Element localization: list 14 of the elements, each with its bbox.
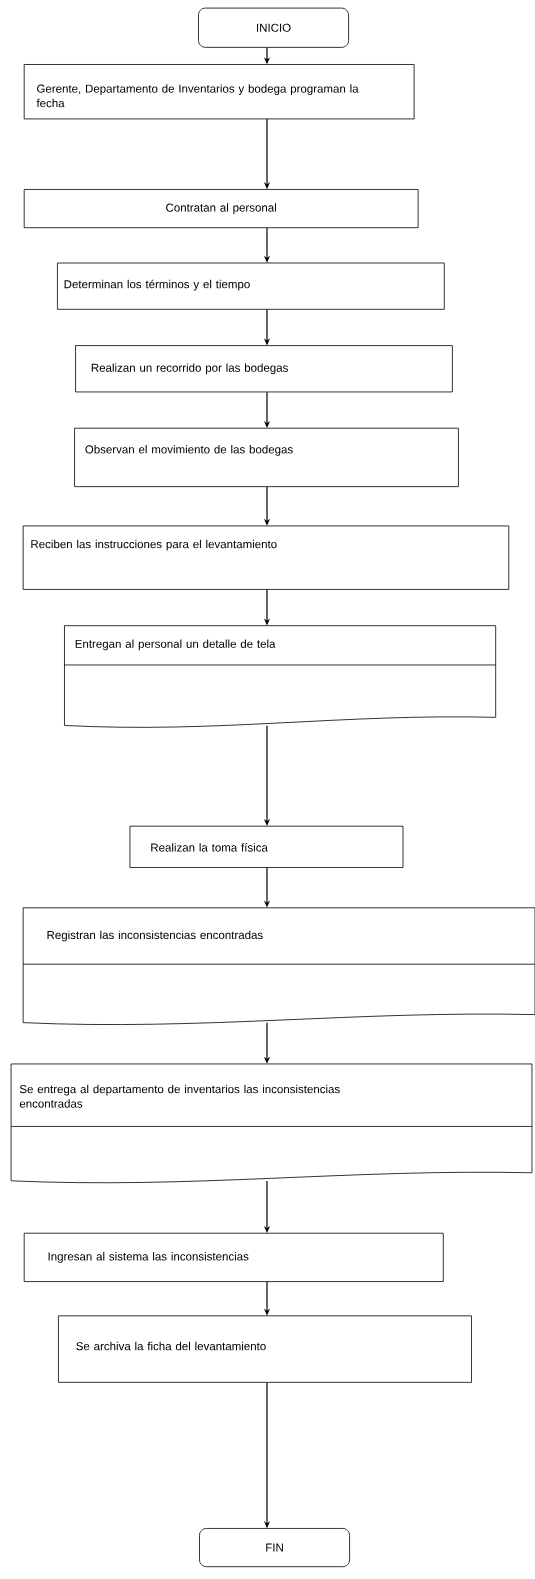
process-box: Realizan un recorrido por las bodegas bbox=[75, 345, 453, 393]
process-box: Observan el movimiento de las bodegas bbox=[74, 427, 459, 488]
document-shape: Registran las inconsistencias encontradas bbox=[22, 907, 535, 1025]
process-box: Ingresan al sistema las inconsistencias bbox=[23, 1232, 444, 1282]
process-box: Gerente, Departamento de Inventarios y bodega programan la fecha bbox=[23, 64, 415, 120]
process-box: Realizan la toma física bbox=[129, 825, 404, 868]
document-shape: Entregan al personal un detalle de tela bbox=[64, 625, 497, 728]
document-shape: Se entrega al departamento de inventarios las inconsistencias encontradas bbox=[10, 1063, 533, 1184]
process-box: Determinan los términos y el tiempo bbox=[57, 262, 445, 310]
process-box: Reciben las instrucciones para el levantamiento bbox=[22, 525, 510, 590]
terminal-box: FIN bbox=[199, 1528, 350, 1568]
process-box: Se archiva la ficha del levantamiento bbox=[58, 1315, 472, 1383]
process-box: Contratan al personal bbox=[23, 189, 419, 229]
terminal-box: INICIO bbox=[198, 7, 349, 48]
